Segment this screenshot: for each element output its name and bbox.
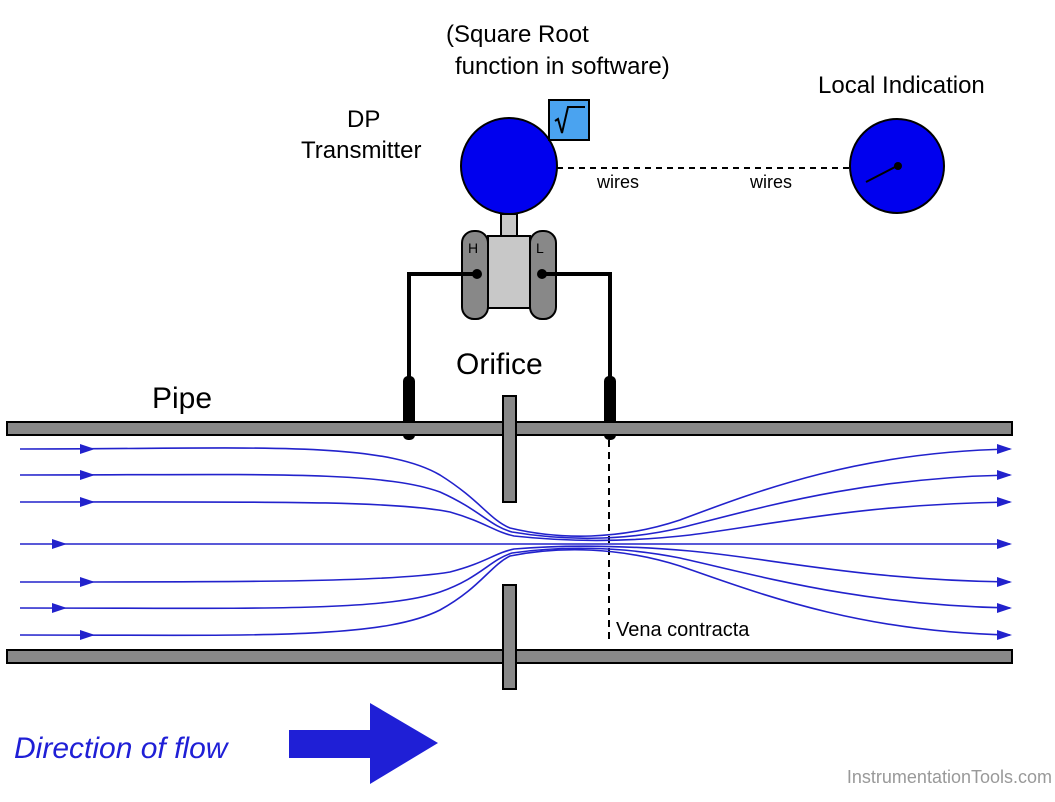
sqrt-icon (554, 106, 585, 134)
wires-label-left: wires (596, 172, 639, 192)
sqrt-note-line2: function in software) (455, 53, 670, 80)
wires-label-right: wires (749, 172, 792, 192)
sqrt-function-box (548, 99, 590, 141)
port-low-label: L (536, 240, 544, 256)
arrowhead (80, 577, 95, 587)
orifice-plate-lower (502, 584, 517, 690)
arrowhead (997, 539, 1012, 549)
entry-arrowheads (52, 444, 95, 640)
arrowhead (80, 444, 95, 454)
local-indication-label: Local Indication (818, 72, 985, 99)
arrowhead (52, 539, 67, 549)
local-indicator (849, 118, 945, 214)
sqrt-note-line1: (Square Root (446, 21, 589, 48)
arrowhead (997, 470, 1012, 480)
transmitter-head (460, 117, 558, 215)
arrowhead (997, 630, 1012, 640)
orifice-plate (502, 395, 517, 690)
streamline (19, 547, 1011, 610)
arrowhead (80, 470, 95, 480)
indicator-pivot (894, 162, 902, 170)
exit-arrowheads (997, 444, 1012, 640)
indicator-needle (865, 165, 898, 183)
dp-label-line2: Transmitter (301, 137, 421, 164)
low-impulse-line (542, 272, 612, 380)
vena-contracta-label: Vena contracta (616, 619, 750, 641)
streamline (19, 501, 1011, 542)
dp-label-line1: DP (347, 106, 380, 133)
direction-arrow-icon (289, 703, 438, 784)
arrowhead (997, 444, 1012, 454)
dp-transmitter: H L (460, 117, 558, 320)
streamline (19, 545, 1011, 583)
port-high-label: H (468, 240, 478, 256)
direction-of-flow-label: Direction of flow (14, 732, 230, 765)
high-impulse-line (407, 272, 477, 380)
streamline (19, 473, 1011, 540)
watermark: InstrumentationTools.com (847, 767, 1052, 787)
pipe-label: Pipe (152, 382, 212, 415)
streamline (19, 548, 1011, 637)
arrowhead (52, 603, 67, 613)
arrowhead (997, 577, 1012, 587)
orifice-plate-upper (502, 395, 517, 503)
streamlines (19, 447, 1011, 637)
transmitter-body (487, 235, 531, 309)
orifice-label: Orifice (456, 348, 543, 381)
arrowhead (997, 497, 1012, 507)
arrowhead (997, 603, 1012, 613)
streamline (19, 447, 1011, 537)
arrowhead (80, 630, 95, 640)
arrowhead (80, 497, 95, 507)
